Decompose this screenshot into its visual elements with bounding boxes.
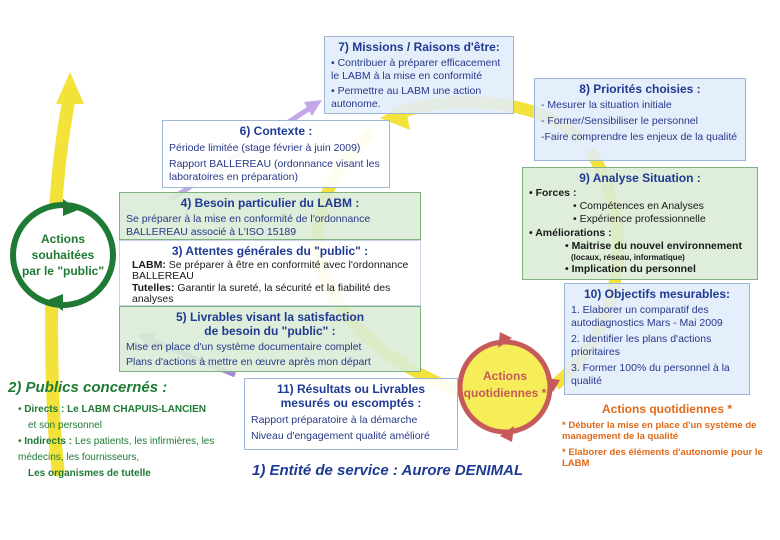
green-arrowhead-bottom — [48, 294, 63, 311]
missions-item-1: • Contribuer à préparer efficacement le … — [331, 57, 501, 82]
actions-quotidiennes-block: Actions quotidiennes * * Débuter la mise… — [562, 402, 772, 469]
attentes-title: 3) Attentes générales du "public" : — [171, 244, 369, 258]
resultats-title-1: 11) Résultats ou Livrables — [276, 382, 426, 396]
actions-q-item-2: * Elaborer des éléments d'autonomie pour… — [562, 447, 763, 469]
priorites-title: 8) Priorités choisies : — [579, 82, 701, 96]
publics-title: 2) Publics concernés : — [8, 379, 168, 396]
contexte-title: 6) Contexte : — [239, 124, 313, 138]
circle-right-line2: quotidiennes * — [463, 386, 547, 400]
analyse-title: 9) Analyse Situation : — [579, 171, 701, 185]
missions-box: 7) Missions / Raisons d'être: • Contribu… — [324, 36, 514, 114]
objectifs-title: 10) Objectifs mesurables: — [583, 287, 731, 301]
priorites-item-3: -Faire comprendre les enjeux de la quali… — [541, 131, 738, 143]
publics-indirects-last: Les organismes de tutelle — [28, 468, 151, 479]
green-arrowhead-top — [63, 199, 78, 216]
missions-title: 7) Missions / Raisons d'être: — [338, 40, 500, 54]
actions-q-title: Actions quotidiennes * — [601, 402, 732, 416]
actions-souhaitees-label: Actions souhaitées par le "public" — [13, 231, 113, 279]
livrables-item-2: Plans d'actions à mettre en œuvre après … — [126, 356, 371, 368]
analyse-box: 9) Analyse Situation : • Forces : • Comp… — [522, 167, 758, 280]
entite-title: 1) Entité de service : Aurore DENIMAL — [252, 462, 524, 479]
livrables-box: 5) Livrables visant la satisfaction de b… — [119, 306, 421, 372]
analyse-amelioration-2: • Implication du personnel — [565, 263, 696, 275]
red-arrowhead-top — [498, 332, 512, 348]
resultats-title-2: mesurés ou escomptés : — [280, 396, 422, 410]
priorites-item-2: - Former/Sensibiliser le personnel — [541, 115, 698, 127]
attentes-tutelles-text: Garantir la sureté, la sécurité et la fi… — [132, 282, 391, 305]
analyse-force-1: • Compétences en Analyses — [573, 200, 704, 212]
objectifs-box: 10) Objectifs mesurables: 1. Elaborer un… — [564, 283, 750, 395]
analyse-amelioration-sub: (locaux, réseau, informatique) — [571, 253, 685, 262]
analyse-forces-label: • Forces : — [529, 187, 577, 199]
attentes-labm-label: LABM: — [132, 259, 166, 271]
besoin-title: 4) Besoin particulier du LABM : — [180, 196, 360, 210]
indirects-value: Les patients, les infirmières, les médec… — [18, 436, 215, 463]
circle-left-line2: souhaitées — [31, 248, 95, 262]
red-arrowhead-bottom — [500, 426, 514, 442]
contexte-item-1: Période limitée (stage février à juin 20… — [169, 142, 361, 154]
objectifs-item-1: 1. Elaborer un comparatif des autodiagno… — [571, 304, 723, 329]
attentes-labm: LABM: Se préparer à être en conformité a… — [126, 260, 414, 282]
resultats-item-1: Rapport préparatoire à la démarche — [251, 414, 418, 426]
publics-indirects: • Indirects : Les patients, les infirmiè… — [18, 436, 215, 463]
attentes-tutelles-label: Tutelles: — [132, 282, 175, 294]
resultats-item-2: Niveau d'engagement qualité amélioré — [251, 430, 430, 442]
objectifs-item-2: 2. Identifier les plans d'actions priori… — [571, 333, 712, 358]
resultats-box: 11) Résultats ou Livrables mesurés ou es… — [244, 378, 458, 450]
priorites-box: 8) Priorités choisies : - Mesurer la sit… — [534, 78, 746, 161]
circle-right-line1: Actions — [482, 369, 527, 383]
publics-directs-rest: et son personnel — [28, 420, 102, 431]
directs-value: Le LABM CHAPUIS-LANCIEN — [67, 404, 206, 415]
analyse-ameliorations-label: • Améliorations : — [529, 227, 612, 239]
priorites-item-1: - Mesurer la situation initiale — [541, 99, 672, 111]
besoin-text: Se préparer à la mise en conformité de l… — [126, 213, 371, 238]
publics-directs: • Directs : Le LABM CHAPUIS-LANCIEN — [18, 404, 206, 415]
red-arrowhead-right — [546, 378, 560, 392]
publics-list: • Directs : Le LABM CHAPUIS-LANCIEN et s… — [18, 402, 243, 482]
circle-left-line1: Actions — [40, 232, 85, 246]
actions-q-item-1: * Débuter la mise en place d'un système … — [562, 420, 757, 442]
attentes-tutelles: Tutelles: Garantir la sureté, la sécurit… — [126, 283, 414, 305]
directs-label: Directs : — [24, 404, 65, 415]
contexte-item-2: Rapport BALLEREAU (ordonnance visant les… — [169, 158, 380, 183]
contexte-box: 6) Contexte : Période limitée (stage fév… — [162, 120, 390, 188]
objectifs-item-3: 3. Former 100% du personnel à la qualité — [571, 362, 730, 387]
attentes-labm-text: Se préparer à être en conformité avec l'… — [132, 259, 409, 282]
livrables-item-1: Mise en place d'un système documentaire … — [126, 341, 362, 353]
purple-arrowhead-1 — [304, 100, 322, 116]
actions-quotidiennes-circle-label: Actions quotidiennes * — [460, 368, 550, 402]
livrables-title-2: de besoin du "public" : — [204, 324, 336, 338]
livrables-title-1: 5) Livrables visant la satisfaction — [175, 310, 365, 324]
indirects-label: Indirects : — [24, 436, 73, 447]
analyse-force-2: • Expérience professionnelle — [573, 213, 706, 225]
left-yellow-arrowhead — [56, 72, 84, 104]
attentes-box: 3) Attentes générales du "public" : LABM… — [119, 240, 421, 306]
analyse-amelioration-1: • Maitrise du nouvel environnement — [565, 240, 742, 252]
besoin-box: 4) Besoin particulier du LABM : Se prépa… — [119, 192, 421, 240]
missions-item-2: • Permettre au LABM une action autonome. — [331, 85, 482, 110]
circle-left-line3: par le "public" — [21, 264, 105, 278]
